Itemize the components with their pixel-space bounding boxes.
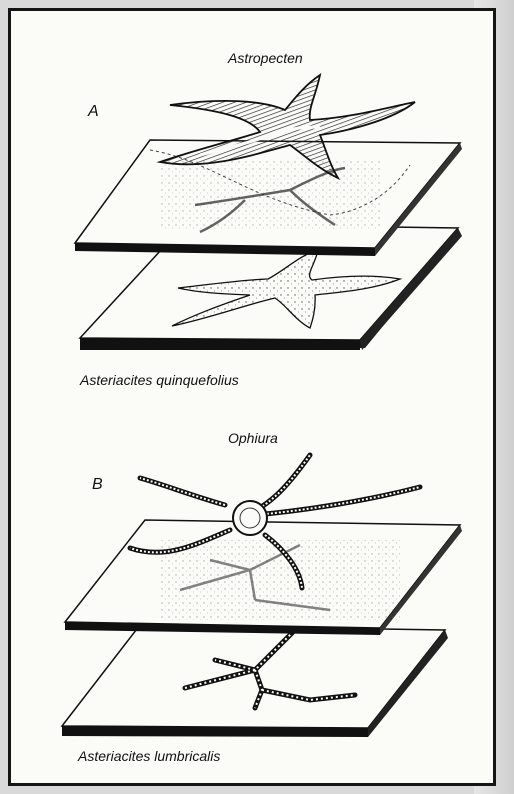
panel-b-upper-slab: [65, 520, 462, 635]
label-ophiura: Ophiura: [228, 430, 278, 446]
panel-a-letter: A: [88, 103, 99, 121]
panel-b-letter: B: [92, 476, 103, 494]
label-asteriacites-quinquefolius: Asteriacites quinquefolius: [80, 372, 239, 388]
label-astropecten: Astropecten: [228, 50, 303, 66]
panel-b-lower-slab: [62, 625, 448, 737]
label-asteriacites-lumbricalis: Asteriacites lumbricalis: [78, 748, 220, 764]
